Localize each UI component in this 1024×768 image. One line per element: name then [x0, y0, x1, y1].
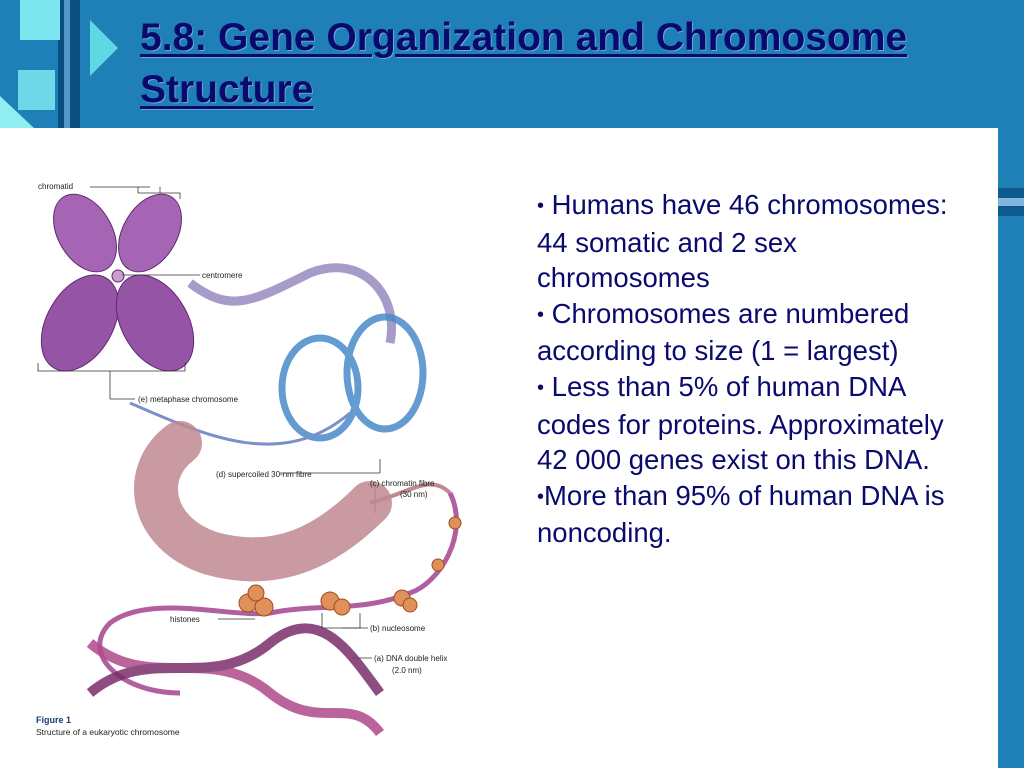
chromatin-fibre-label: (c) chromatin fibre: [370, 479, 435, 488]
bullet-list: • Humans have 46 chromosomes: 44 somatic…: [537, 187, 957, 551]
figure-number: Figure 1: [36, 715, 71, 725]
nucleosomes-drawing: [238, 516, 462, 617]
bullet-text: Less than 5% of human DNA codes for prot…: [537, 370, 944, 476]
figure-caption: Structure of a eukaryotic chromosome: [36, 727, 180, 737]
dna-double-helix-label: (a) DNA double helix: [374, 654, 447, 663]
histones-label: histones: [170, 615, 200, 624]
corner-decoration: [0, 0, 118, 130]
bullet-text: Humans have 46 chromosomes: 44 somatic a…: [537, 189, 948, 294]
bullet-text: More than 95% of human DNA is noncoding.: [537, 479, 945, 549]
bullet-text: Chromosomes are numbered according to si…: [537, 297, 910, 367]
bullet-item: • Humans have 46 chromosomes: 44 somatic…: [537, 187, 957, 296]
dna-width-label: (2.0 nm): [392, 666, 422, 675]
bullet-item: • Less than 5% of human DNA codes for pr…: [537, 369, 957, 478]
bullet-item: •More than 95% of human DNA is noncoding…: [537, 478, 957, 551]
nucleosome-label: (b) nucleosome: [370, 624, 426, 633]
dna-double-helix-drawing: [86, 623, 385, 737]
chromatid-label: chromatid: [38, 182, 73, 191]
chromatin-fibre-size-label: (30 nm): [400, 490, 428, 499]
metaphase-chromosome-drawing: [40, 193, 195, 372]
bullet-item: • Chromosomes are numbered according to …: [537, 296, 957, 369]
bullet-marker: •: [537, 376, 545, 399]
chromatin-fibre-drawing: [134, 421, 392, 582]
chromosome-structure-figure: chromatid centromere (e) metaphase chrom…: [36, 182, 462, 737]
right-edge-bar: [998, 188, 1024, 216]
bullet-marker: •: [537, 485, 545, 508]
looped-domains-drawing: [278, 313, 427, 442]
slide-title: 5.8: Gene Organization and Chromosome St…: [140, 16, 908, 111]
bullet-marker: •: [537, 195, 545, 217]
bullet-marker: •: [537, 303, 545, 326]
content-panel: chromatid centromere (e) metaphase chrom…: [0, 128, 998, 768]
metaphase-chromosome-label: (e) metaphase chromosome: [138, 395, 239, 404]
supercoiled-fibre-label: (d) supercoiled 30-nm fibre: [216, 470, 312, 479]
centromere-label: centromere: [202, 271, 243, 280]
